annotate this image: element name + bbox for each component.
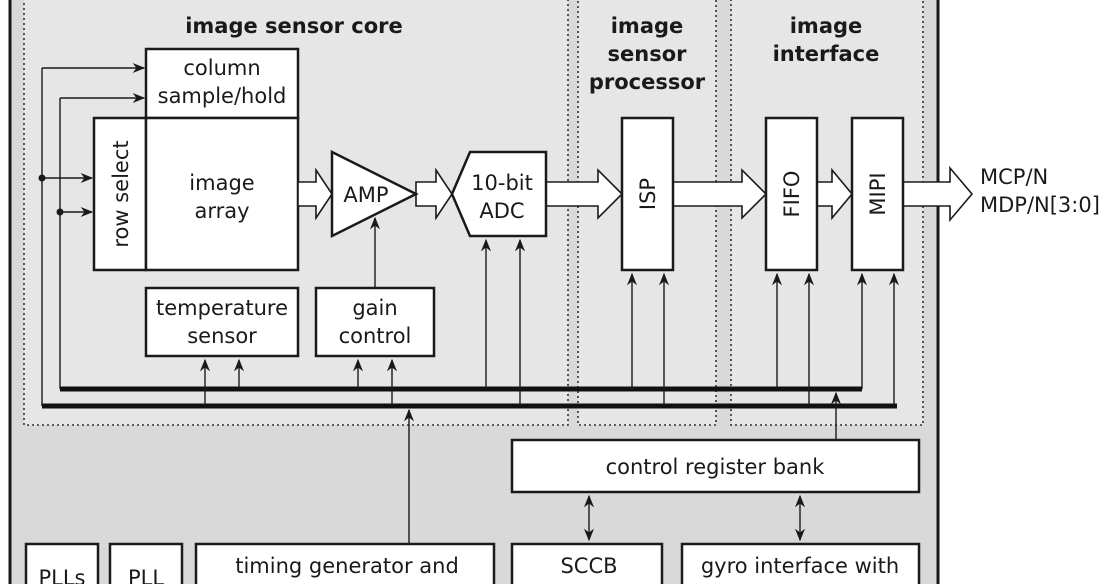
image-array-label-2: array bbox=[194, 199, 249, 223]
plls-label: PLLs bbox=[38, 566, 85, 584]
fifo-label: FIFO bbox=[780, 171, 804, 218]
title-isp-line-2: sensor bbox=[608, 42, 688, 66]
pll-label: PLL bbox=[128, 566, 164, 584]
fifo-block bbox=[764, 116, 819, 272]
title-interface-line-1: image bbox=[790, 14, 863, 38]
gain-control-block bbox=[314, 286, 436, 358]
sccb-block bbox=[510, 542, 664, 584]
temperature-sensor-label-2: sensor bbox=[187, 324, 257, 348]
array-to-amp-arrow bbox=[297, 167, 333, 221]
image-array-label-1: image bbox=[189, 171, 254, 195]
isp-to-fifo-arrow bbox=[672, 168, 768, 220]
title-interface-line-2: interface bbox=[773, 42, 880, 66]
sccb-label: SCCB bbox=[560, 554, 617, 578]
control-register-bank-block bbox=[510, 438, 921, 494]
title-isp-line-1: image bbox=[611, 14, 684, 38]
title-image-sensor-core: image sensor core bbox=[185, 14, 403, 38]
isp-block bbox=[620, 116, 675, 272]
mipi-block bbox=[850, 116, 905, 272]
temperature-sensor-block bbox=[144, 286, 300, 358]
adc-label-2: ADC bbox=[479, 199, 524, 223]
title-isp-line-3: processor bbox=[589, 70, 706, 94]
gyro-interface-label: gyro interface with bbox=[701, 554, 899, 578]
junction-dot-2 bbox=[56, 208, 64, 216]
output-label-mdp: MDP/N[3:0] bbox=[980, 193, 1100, 217]
gain-control-label-1: gain bbox=[352, 296, 397, 320]
control-register-bank-label: control register bank bbox=[606, 455, 826, 479]
column-sample-hold-label-2: sample/hold bbox=[158, 84, 287, 108]
row-select-label: row select bbox=[109, 140, 133, 247]
temperature-sensor-label-1: temperature bbox=[156, 296, 288, 320]
gain-control-label-2: control bbox=[339, 324, 412, 348]
fifo-to-mipi-arrow bbox=[816, 167, 854, 221]
adc-block bbox=[450, 150, 548, 238]
mipi-label: MIPI bbox=[866, 172, 890, 215]
isp-label: ISP bbox=[636, 178, 660, 210]
plls-block bbox=[24, 542, 100, 584]
adc-label-1: 10-bit bbox=[471, 171, 533, 195]
image-array-block bbox=[144, 116, 300, 272]
pll-block bbox=[108, 542, 184, 584]
timing-generator-label: timing generator and bbox=[235, 554, 459, 578]
amp-to-adc-arrow bbox=[415, 167, 453, 221]
adc-to-isp-arrow bbox=[545, 168, 624, 220]
amp-label: AMP bbox=[343, 183, 388, 207]
output-label-mcp: MCP/N bbox=[980, 165, 1048, 189]
column-sample-hold-label-1: column bbox=[183, 56, 260, 80]
mipi-output-arrow bbox=[902, 165, 974, 223]
amp-block bbox=[330, 149, 419, 239]
junction-dot-1 bbox=[38, 174, 46, 182]
timing-generator-block bbox=[194, 542, 496, 584]
gyro-interface-block bbox=[680, 542, 921, 584]
